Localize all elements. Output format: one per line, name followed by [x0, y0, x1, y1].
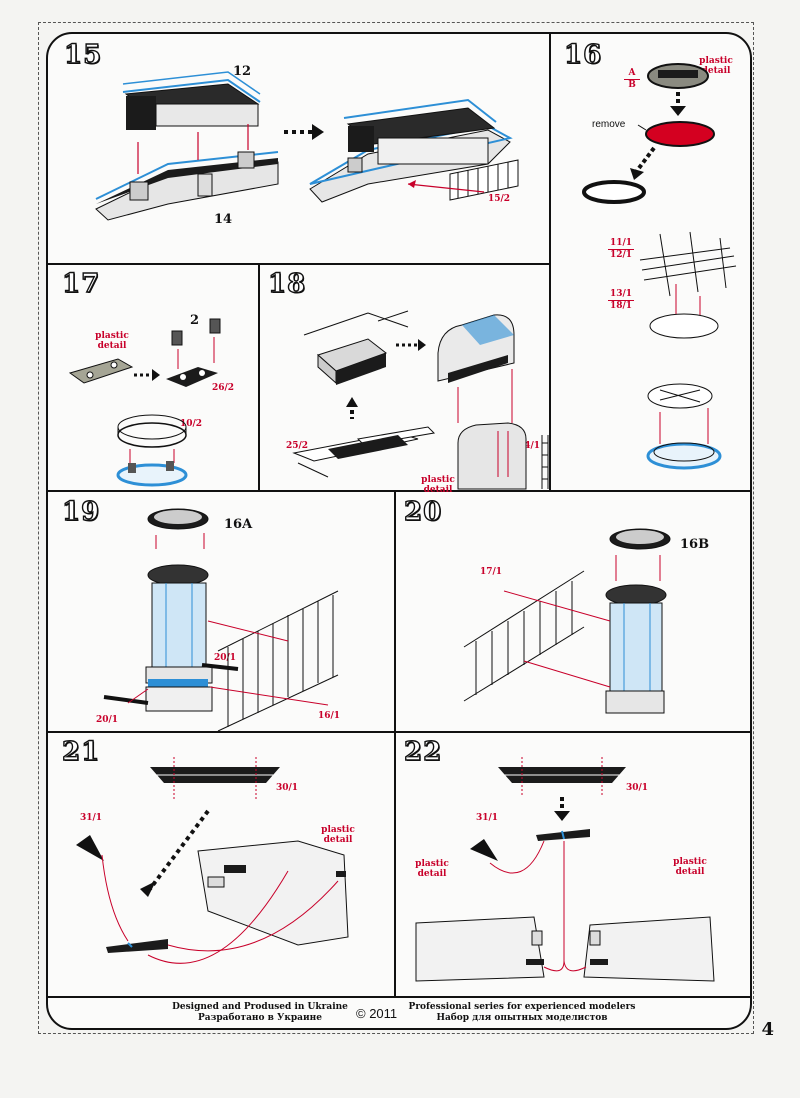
footer-series-ru: Набор для опытных моделистов — [436, 1013, 608, 1023]
page-number: 4 — [761, 1019, 774, 1040]
step-21-ref-30-1: 30/1 — [276, 783, 299, 793]
step-16-fraction-13-18: 13/1 18/1 — [608, 289, 634, 312]
step-15-hull-label: 14 — [214, 212, 233, 227]
step-15-illustration — [95, 71, 519, 221]
step-22-number: 22 — [403, 736, 443, 767]
page-dashed-border — [38, 22, 754, 1034]
divider-19-20 — [394, 490, 396, 996]
step-16-panel: 16 A B plastic detail remove 11/1 12/1 1… — [550, 34, 750, 491]
divider-row1 — [48, 263, 550, 265]
step-16-plastic-detail: plastic detail — [696, 56, 736, 76]
step-22-plastic-word-left: plastic — [415, 859, 449, 869]
step-16-frac2-top: 11/1 — [609, 238, 633, 248]
step-17-ref-26-2: 26/2 — [212, 383, 235, 393]
step-16-fraction-ab: A B — [624, 68, 640, 91]
footer-designed: Designed and Prodused in Ukraine — [172, 1002, 348, 1012]
step-17-plastic-word: plastic — [95, 331, 129, 341]
step-18-number: 18 — [267, 268, 307, 299]
step-16-frac-top: A — [628, 68, 636, 78]
step-22-detail-word-left: detail — [417, 869, 447, 879]
footer-copyright: © 2011 — [356, 1006, 398, 1021]
step-18-ref-24-1: 24/1 — [518, 441, 541, 451]
step-17-part-label: 2 — [190, 313, 200, 328]
step-17-number: 17 — [61, 268, 101, 299]
step-22-panel: 22 30/1 31/1 plastic detail plastic deta… — [394, 731, 750, 996]
step-22-ref-31-1: 31/1 — [476, 813, 499, 823]
step-16-frac2-bottom: 12/1 — [608, 249, 634, 260]
step-20-panel: 20 16B 17/1 — [394, 491, 750, 731]
step-17-panel: 17 plastic detail 2 26/2 10/2 — [48, 263, 258, 491]
step-21-ref-31-1: 31/1 — [80, 813, 103, 823]
step-21-panel: 21 30/1 31/1 plastic detail — [48, 731, 394, 996]
step-15-panel: 15 12 14 15/2 — [48, 34, 550, 263]
divider-row2 — [48, 490, 750, 492]
step-16-frac3-top: 13/1 — [609, 289, 633, 299]
step-17-ref-10-2: 10/2 — [180, 419, 203, 429]
step-17-plastic-detail: plastic detail — [92, 331, 132, 351]
step-16-illustration — [582, 63, 737, 470]
step-18-illustration — [292, 310, 549, 490]
step-22-ref-30-1: 30/1 — [626, 783, 649, 793]
footer-series: Professional series for experienced mode… — [408, 1002, 636, 1012]
step-20-illustration — [463, 528, 671, 714]
step-18-plastic-detail: plastic detail — [418, 475, 458, 495]
step-19-ref-16-1: 16/1 — [318, 711, 341, 721]
step-15-ref-label: 15/2 — [488, 194, 511, 204]
step-17-illustration — [68, 318, 221, 487]
step-16-plastic-word: plastic — [699, 56, 733, 66]
footer-designed-ru: Разработано в Украине — [198, 1013, 322, 1023]
step-15-part-label: 12 — [233, 64, 252, 79]
step-16-remove-label: remove — [592, 119, 626, 130]
step-22-illustration — [415, 757, 715, 982]
step-15-number: 15 — [63, 39, 103, 70]
step-18-detail-word: detail — [423, 485, 453, 495]
step-22-plastic-detail-right: plastic detail — [670, 857, 710, 877]
step-22-detail-word-right: detail — [675, 867, 705, 877]
footer-left: Designed and Prodused in Ukraine Разрабо… — [160, 1002, 360, 1024]
step-16-detail-word: detail — [701, 66, 731, 76]
step-21-number: 21 — [61, 736, 101, 767]
step-21-plastic-word: plastic — [321, 825, 355, 835]
step-18-plastic-word: plastic — [421, 475, 455, 485]
step-20-number: 20 — [403, 496, 443, 527]
step-16-number: 16 — [563, 39, 603, 70]
step-18-ref-25-2: 25/2 — [286, 441, 309, 451]
step-17-detail-word: detail — [97, 341, 127, 351]
step-18-panel: 18 25/2 24/1 plastic detail — [258, 263, 550, 495]
step-19-illustration — [103, 508, 339, 732]
divider-17-18 — [258, 263, 260, 491]
step-19-part-label: 16A — [224, 517, 253, 532]
step-16-frac3-bottom: 18/1 — [608, 300, 634, 311]
step-21-plastic-detail: plastic detail — [318, 825, 358, 845]
step-22-plastic-word-right: plastic — [673, 857, 707, 867]
step-19-ref-20-1-b: 20/1 — [96, 715, 119, 725]
step-21-illustration — [76, 757, 349, 964]
step-20-ref-17-1: 17/1 — [480, 567, 503, 577]
footer: Designed and Prodused in Ukraine Разрабо… — [48, 996, 750, 1028]
step-21-detail-word: detail — [323, 835, 353, 845]
step-22-plastic-detail-left: plastic detail — [412, 859, 452, 879]
step-19-panel: 19 16A 20/1 20/1 16/1 — [48, 491, 394, 732]
step-16-fraction-11-12: 11/1 12/1 — [608, 238, 634, 261]
step-19-ref-20-1-a: 20/1 — [214, 653, 237, 663]
step-20-part-label: 16B — [680, 537, 710, 552]
divider-row3 — [48, 731, 750, 733]
divider-col-main — [549, 34, 551, 491]
footer-right: Professional series for experienced mode… — [402, 1002, 642, 1024]
step-19-number: 19 — [61, 496, 101, 527]
instruction-frame: 15 12 14 15/2 — [46, 32, 752, 1030]
step-16-frac-bottom: B — [624, 79, 640, 91]
divider-footer — [48, 996, 750, 998]
